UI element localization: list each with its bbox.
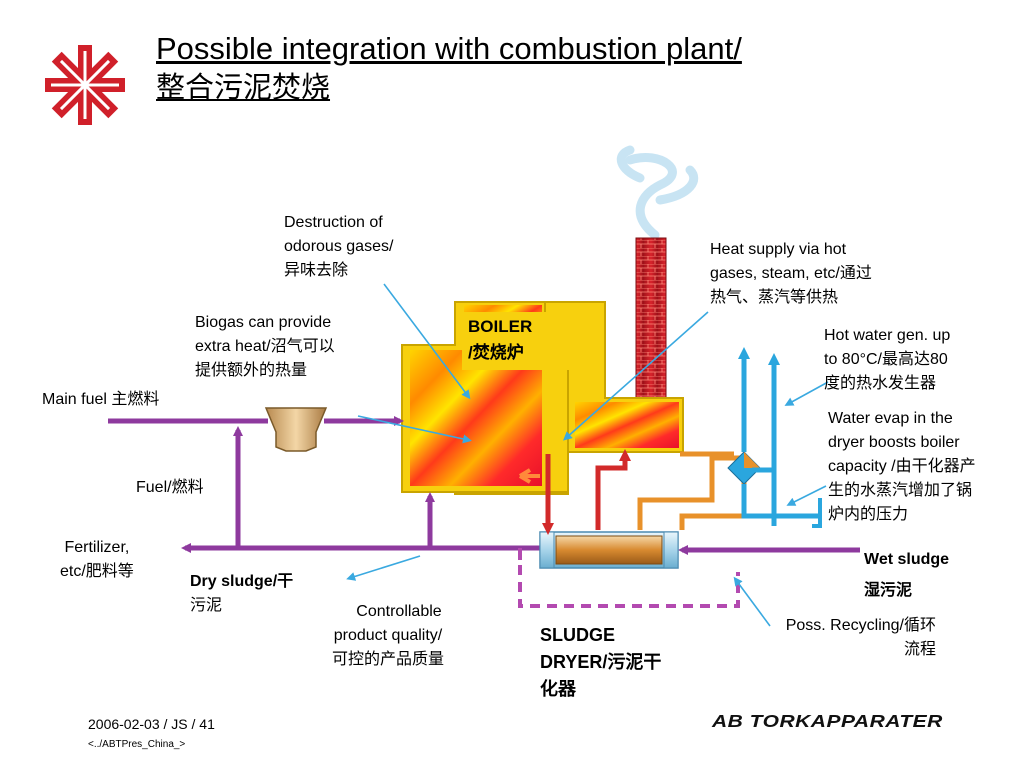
label-biogas: Biogas can provide extra heat/沼气可以 提供额外的…: [195, 311, 335, 383]
smoke-plume: [616, 145, 699, 240]
footer-file: <../ABTPres_China_>: [88, 739, 186, 750]
boiler-return-arrow-icon: [518, 468, 540, 484]
label-line: Wet sludge: [864, 551, 950, 568]
recycling-loop: [518, 548, 740, 608]
label-line: Heat supply via hot: [710, 241, 847, 258]
fuel-and-sludge-lines: [108, 416, 860, 555]
callout-leaders: [346, 283, 829, 627]
label-line: 污泥: [190, 597, 223, 614]
label-line: Destruction of: [284, 214, 383, 231]
title-line-1: Possible integration with combustion pla…: [156, 31, 742, 66]
footer-date: 2006-02-03 / JS / 41: [88, 716, 215, 732]
label-line: SLUDGE: [540, 625, 616, 645]
chimney: [635, 237, 667, 411]
label-line: 生的水蒸汽增加了锅: [828, 482, 973, 499]
label-line: 湿污泥: [864, 582, 913, 599]
label-hot-water: Hot water gen. up to 80°C/最高达80 度的热水发生器: [824, 324, 950, 396]
label-line: 炉内的压力: [828, 506, 909, 523]
label-line: dryer boosts boiler: [828, 434, 960, 451]
label-water-evap: Water evap in the dryer boosts boiler ca…: [828, 407, 976, 527]
brand-wordmark: AB TORKAPPARATER: [712, 711, 943, 732]
label-fuel: Fuel/燃料: [136, 479, 204, 496]
label-line: 异味去除: [284, 262, 349, 279]
label-line: 化器: [540, 679, 576, 699]
label-line: extra heat/沼气可以: [195, 338, 335, 355]
label-line: to 80°C/最高达80: [824, 351, 948, 368]
label-line: Water evap in the: [828, 410, 953, 427]
water-pipes: [738, 347, 820, 526]
sludge-dryer: [539, 531, 679, 569]
label-line: Fertilizer,: [64, 539, 130, 556]
label-sludge-dryer: SLUDGE DRYER/污泥干 化器: [540, 622, 661, 703]
label-line: product quality/: [333, 627, 443, 644]
page-title: Possible integration with combustion pla…: [156, 30, 742, 106]
label-line: 度的热水发生器: [824, 375, 937, 392]
label-line: etc/肥料等: [60, 563, 134, 580]
label-line: capacity /由干化器产: [828, 458, 976, 475]
boiler-label: BOILER /焚烧炉: [462, 312, 570, 370]
label-line: 提供额外的热量: [195, 362, 308, 379]
label-line: odorous gases/: [284, 238, 394, 255]
label-heat-supply: Heat supply via hot gases, steam, etc/通过…: [710, 238, 872, 310]
boiler-label-line-1: BOILER: [468, 317, 533, 336]
label-main-fuel: Main fuel 主燃料: [42, 391, 160, 408]
label-line: gases, steam, etc/通过: [710, 265, 872, 282]
label-line: Controllable: [356, 603, 442, 620]
label-controllable: Controllable product quality/ 可控的产品质量: [312, 600, 464, 672]
label-dry-sludge: Dry sludge/干 污泥: [190, 570, 293, 618]
label-line: Biogas can provide: [195, 314, 332, 331]
label-line: 热气、蒸汽等供热: [710, 289, 839, 306]
label-line: DRYER/污泥干: [540, 652, 662, 672]
boiler-label-line-2: /焚烧炉: [468, 343, 524, 362]
steam-pipes: [637, 451, 747, 530]
burner: [264, 407, 328, 452]
label-line: 流程: [903, 641, 936, 658]
label-line: 可控的产品质量: [331, 651, 444, 668]
company-logo-icon: [45, 45, 125, 125]
hot-gas-pipes: [542, 449, 631, 535]
label-line: Hot water gen. up: [824, 327, 951, 344]
label-recycling: Poss. Recycling/循环 流程: [750, 614, 936, 662]
label-line: Poss. Recycling/循环: [785, 617, 936, 634]
title-line-2: 整合污泥焚烧: [156, 70, 331, 104]
label-wet-sludge: Wet sludge 湿污泥: [864, 544, 949, 606]
label-destruction-odour: Destruction of odorous gases/ 异味去除: [284, 211, 393, 283]
label-fertilizer: Fertilizer, etc/肥料等: [60, 536, 134, 584]
label-line: Dry sludge/干: [190, 573, 294, 590]
